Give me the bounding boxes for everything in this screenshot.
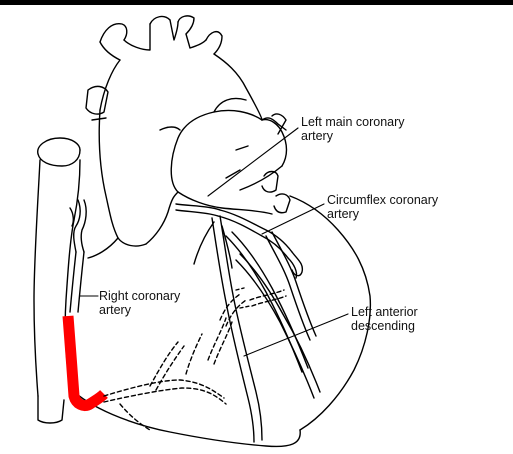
label-left-main-line1: Left main coronary bbox=[301, 115, 405, 129]
label-left-main-coronary-artery: Left main coronary artery bbox=[301, 115, 405, 143]
label-right-coronary-artery: Right coronary artery bbox=[99, 289, 180, 317]
pulmonary-trunk bbox=[99, 99, 286, 247]
right-coronary-highlight bbox=[68, 316, 104, 406]
inferior-vena-cava bbox=[38, 396, 64, 423]
label-lad-line2: descending bbox=[351, 319, 418, 333]
aorta bbox=[86, 16, 262, 120]
label-circumflex-line2: artery bbox=[327, 207, 438, 221]
leader-lad bbox=[244, 314, 348, 356]
right-coronary-artery bbox=[70, 200, 86, 312]
label-left-anterior-descending: Left anterior descending bbox=[351, 305, 418, 333]
label-circumflex-coronary-artery: Circumflex coronary artery bbox=[327, 193, 438, 221]
leader-circumflex bbox=[262, 204, 324, 234]
left-coronary-system bbox=[176, 204, 320, 442]
label-right-coronary-line1: Right coronary bbox=[99, 289, 180, 303]
label-left-main-line2: artery bbox=[301, 129, 405, 143]
left-atrium bbox=[226, 114, 290, 213]
label-lad-line1: Left anterior bbox=[351, 305, 418, 319]
label-circumflex-line1: Circumflex coronary bbox=[327, 193, 438, 207]
leader-lines bbox=[80, 128, 348, 356]
heart-outline bbox=[65, 192, 370, 446]
label-right-coronary-line2: artery bbox=[99, 303, 180, 317]
